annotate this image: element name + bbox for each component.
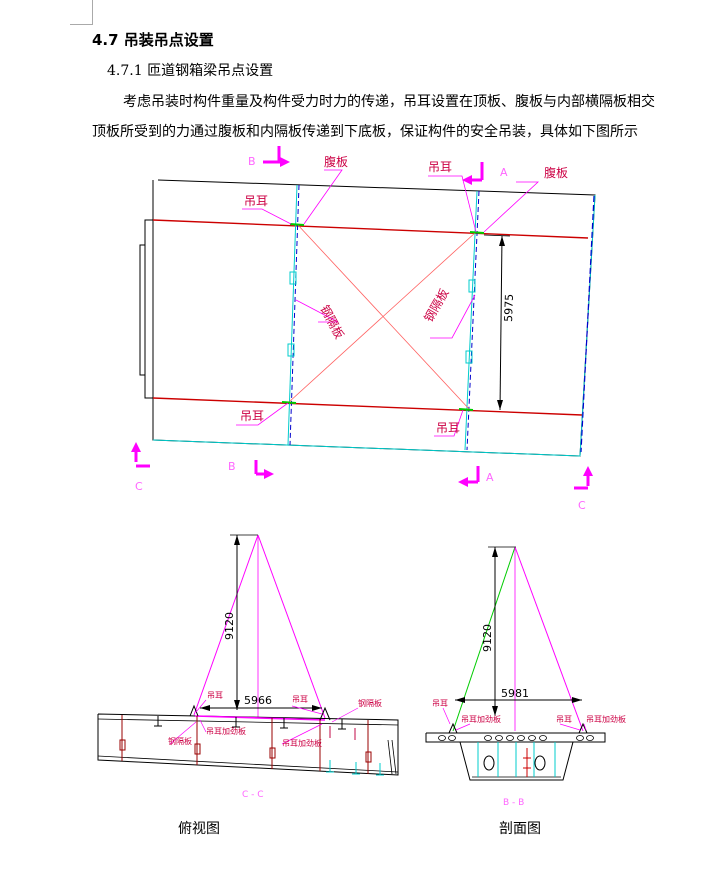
side-label-stiffener-2: 吊耳加劲板 — [282, 738, 322, 748]
section-labels: 吊耳 吊耳加劲板 吊耳 吊耳加劲板 — [432, 699, 626, 724]
subsection-heading: 4.7.1 匝道钢箱梁吊点设置 — [107, 63, 274, 79]
marker-a-top: A — [500, 166, 508, 179]
paragraph-line-2: 顶板所受到的力通过腹板和内隔板传递到下底板，保证构件的安全吊装，具体如下图所示 — [92, 124, 638, 140]
cross-section-bb: 9120 5981 — [425, 546, 626, 808]
side-section-title: C - C — [242, 790, 264, 800]
plan-label-lug-2: 吊耳 — [428, 160, 452, 174]
side-label-lug-1: 吊耳 — [207, 691, 223, 700]
section-dim-height: 9120 — [481, 624, 494, 652]
plan-label-web-1: 腹板 — [324, 155, 348, 169]
side-label-stiffener-1: 吊耳加劲板 — [206, 726, 246, 736]
side-diaphragms — [121, 715, 369, 774]
paragraph-line-1: 考虑吊装时构件重量及构件受力时力的传递，吊耳设置在顶板、腹板与内部横隔板相交 — [123, 94, 655, 110]
plan-label-lug-4: 吊耳 — [436, 421, 460, 435]
plan-dim-width: 5975 — [502, 294, 516, 322]
section-heading: 4.7 吊装吊点设置 — [92, 31, 214, 49]
marker-c-left: C — [135, 480, 143, 493]
side-view-cc: 9120 5966 — [97, 534, 399, 800]
section-label-stiffener-1: 吊耳加劲板 — [461, 714, 501, 724]
section-label-stiffener-2: 吊耳加劲板 — [586, 714, 626, 724]
plan-view: 5975 腹板 吊耳 吊耳 腹板 钢隔板 钢隔板 吊耳 吊耳 B — [131, 146, 596, 512]
caption-section-view: 剖面图 — [499, 821, 541, 837]
section-label-lug-2: 吊耳 — [556, 715, 572, 724]
plan-label-web-2: 腹板 — [544, 166, 568, 180]
marker-a-bottom: A — [486, 471, 494, 484]
plan-labels: 腹板 吊耳 吊耳 腹板 钢隔板 钢隔板 吊耳 吊耳 — [240, 155, 568, 435]
section-dim-span: 5981 — [501, 687, 529, 700]
side-label-lug-2: 吊耳 — [292, 695, 308, 704]
caption-top-view: 俯视图 — [178, 821, 220, 837]
section-title: B - B — [503, 798, 524, 808]
side-label-diaphragm-1: 钢隔板 — [358, 698, 382, 708]
page-corner-mark — [70, 0, 93, 25]
side-labels: 吊耳 吊耳 钢隔板 钢隔板 吊耳加劲板 吊耳加劲板 — [168, 691, 382, 748]
side-label-diaphragm-2: 钢隔板 — [168, 736, 192, 746]
side-dim-span: 5966 — [244, 694, 272, 707]
section-label-lug-1: 吊耳 — [432, 699, 448, 708]
plan-label-lug-1: 吊耳 — [244, 194, 268, 208]
side-dim-height: 9120 — [223, 612, 236, 640]
marker-b-top: B — [248, 155, 256, 168]
plan-label-lug-3: 吊耳 — [240, 409, 264, 423]
marker-b-bottom: B — [228, 460, 236, 473]
lug-marks — [281, 223, 485, 411]
section-markers: B A C B A C — [131, 146, 593, 512]
marker-c-right: C — [578, 499, 586, 512]
plan-label-diaphragm-2: 钢隔板 — [421, 286, 451, 324]
